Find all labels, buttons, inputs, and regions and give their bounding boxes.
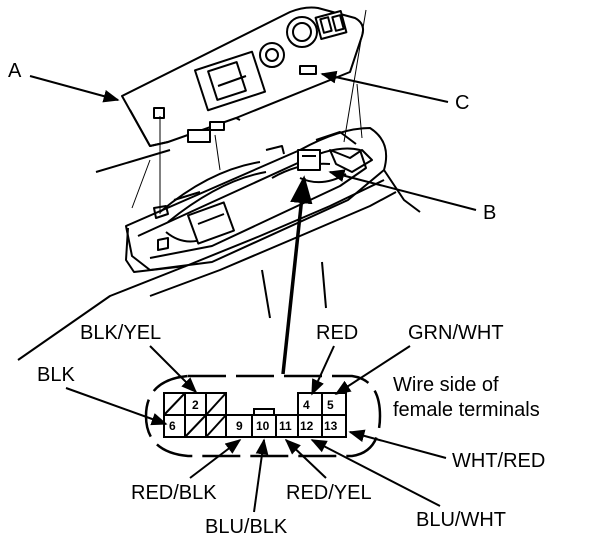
leader-blk: [65, 387, 168, 426]
callout-b: B: [483, 202, 496, 224]
alignment-guides: [131, 9, 367, 214]
pin-6: 6: [169, 419, 176, 433]
label-blk-yel: BLK/YEL: [80, 322, 161, 344]
pin-5: 5: [327, 398, 334, 412]
door-panel-illustration: [17, 127, 421, 361]
pin-10: 10: [256, 419, 270, 433]
pin-9: 9: [236, 419, 243, 433]
callout-a-leader: [29, 75, 120, 103]
leader-blu-wht: [310, 439, 441, 507]
label-red: RED: [316, 322, 358, 344]
connector-left-block: [163, 392, 227, 438]
pin-12: 12: [300, 419, 314, 433]
leader-red-yel: [284, 438, 327, 479]
label-grn-wht: GRN/WHT: [408, 322, 504, 344]
connector-right-block: [297, 392, 347, 438]
connector-note-line2: female terminals: [393, 399, 540, 421]
pin-11: 11: [279, 419, 292, 433]
label-blu-blk: BLU/BLK: [205, 516, 288, 538]
callout-c-leader: [320, 70, 449, 103]
pin-4: 4: [303, 398, 310, 412]
leader-red: [311, 345, 335, 396]
label-red-blk: RED/BLK: [131, 482, 217, 504]
leader-grn-wht: [334, 345, 411, 395]
callout-a: A: [8, 60, 22, 82]
connector-link-arrow: [281, 175, 313, 375]
connector-note-line1: Wire side of: [393, 374, 499, 396]
switch-panel-illustration: [121, 6, 365, 147]
connector-housing: [144, 374, 382, 458]
label-red-yel: RED/YEL: [286, 482, 372, 504]
label-blk: BLK: [37, 364, 75, 386]
callout-b-leader: [328, 169, 477, 211]
leader-blk-yel: [149, 345, 198, 394]
leader-wht-red: [348, 429, 447, 459]
callout-c: C: [455, 92, 469, 114]
label-wht-red: WHT/RED: [452, 450, 545, 472]
label-blu-wht: BLU/WHT: [416, 509, 506, 531]
pin-2: 2: [192, 398, 199, 412]
leader-red-blk: [189, 439, 242, 479]
pin-13: 13: [324, 419, 338, 433]
leader-blu-blk: [253, 438, 269, 513]
